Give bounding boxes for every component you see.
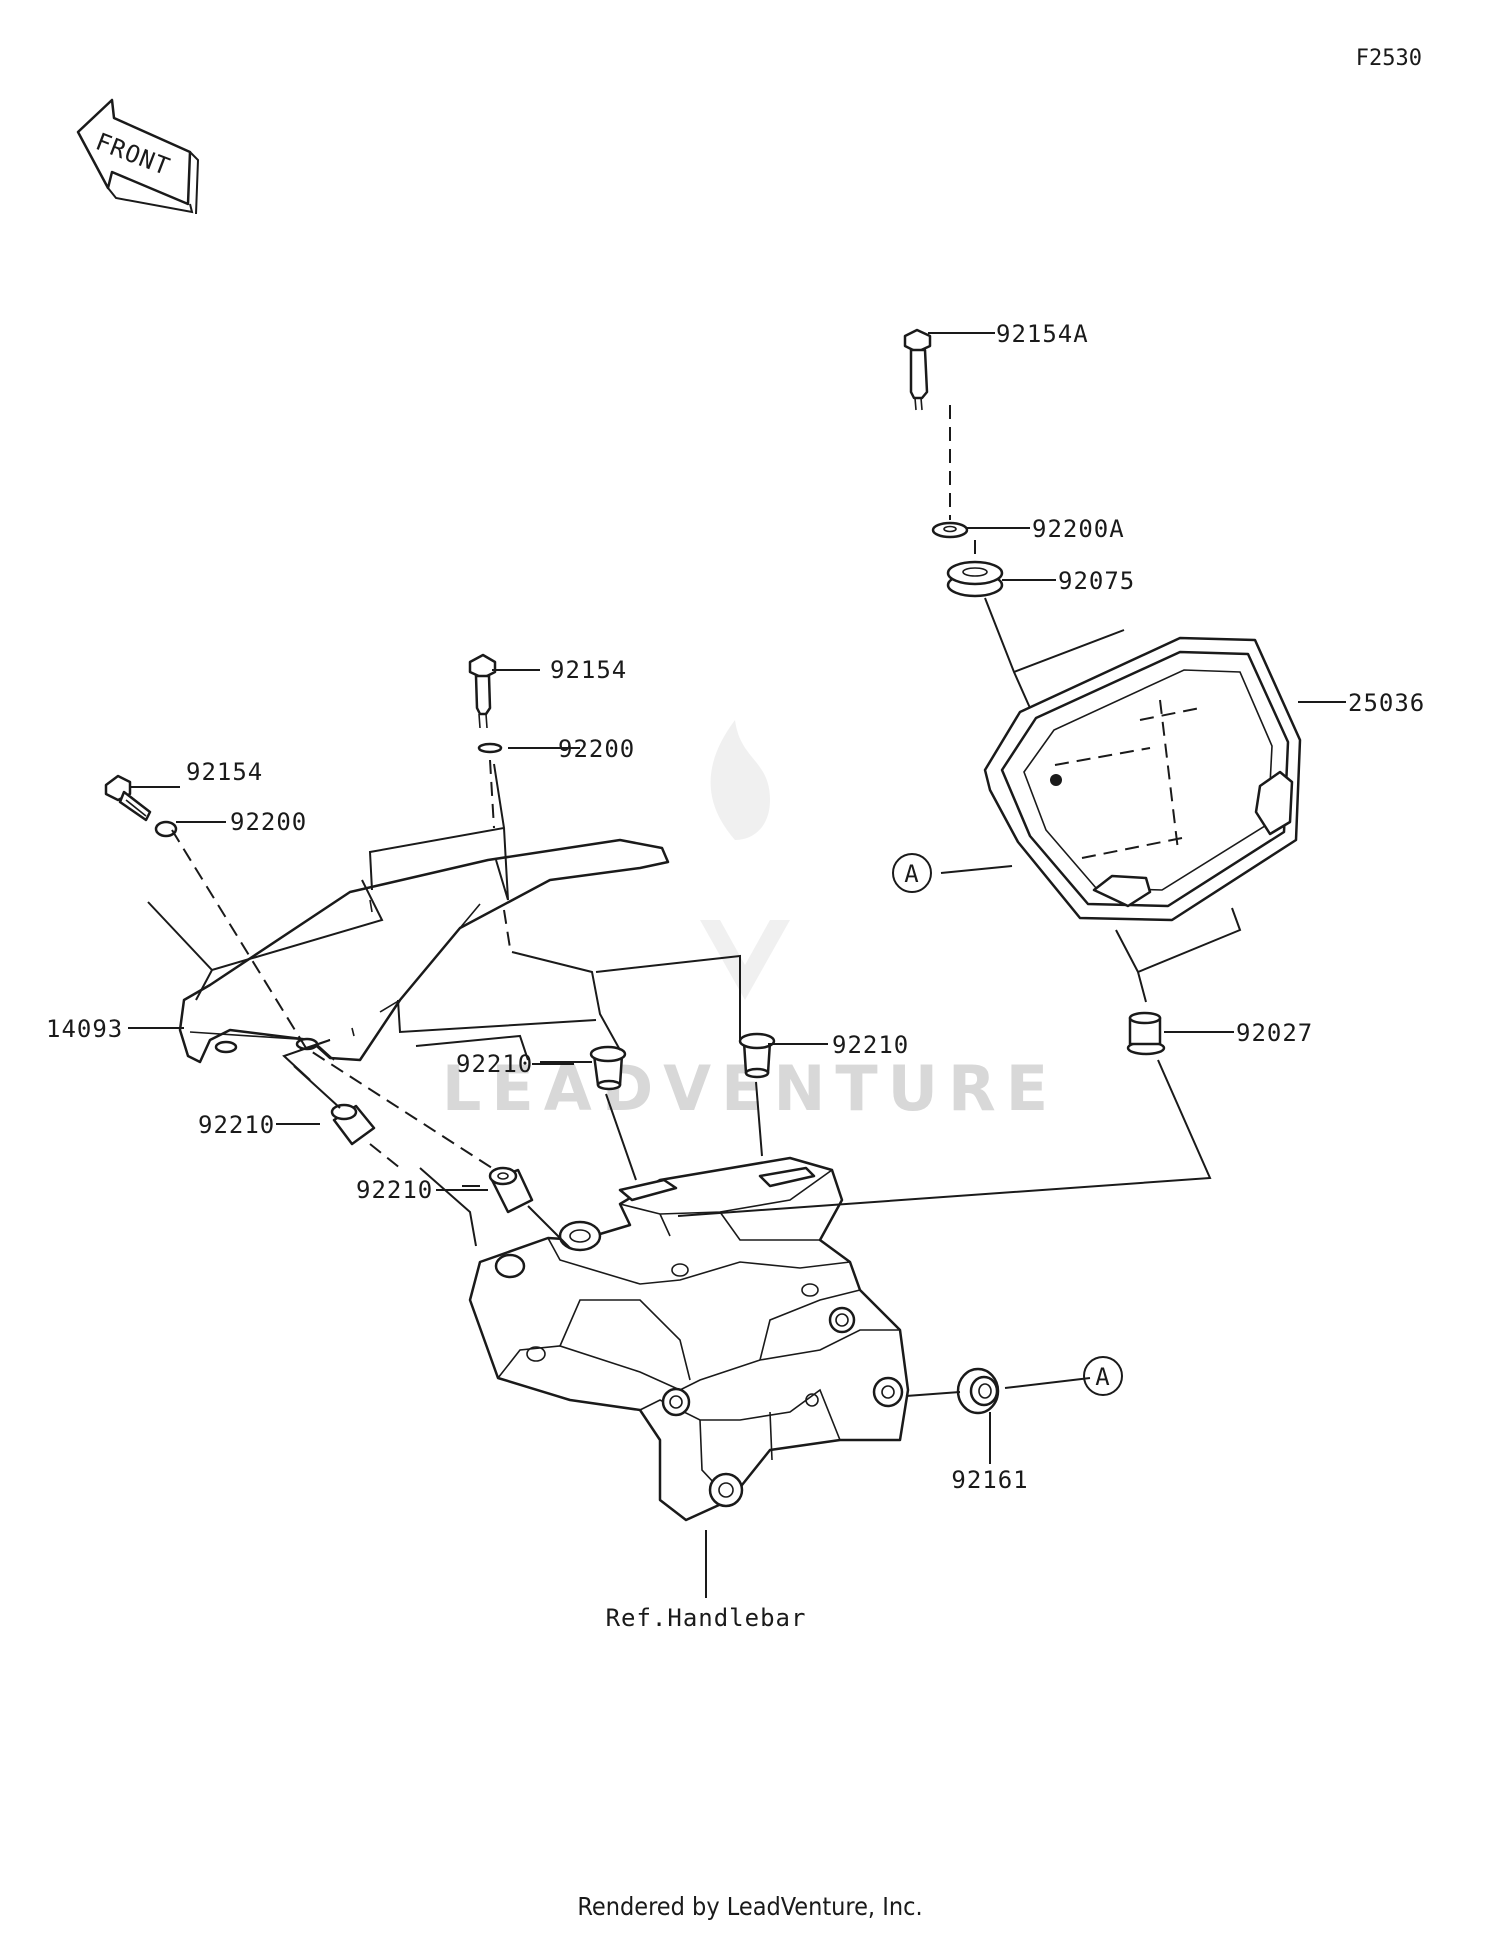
label-92210-left: 92210: [198, 1111, 275, 1139]
washer-92200-center: [477, 742, 503, 754]
label-92161: 92161: [951, 1466, 1028, 1494]
washer-92200-left: [154, 820, 178, 838]
label-92027: 92027: [1236, 1019, 1313, 1047]
label-a-bracket: A: [1095, 1363, 1110, 1391]
label-a-meter: A: [904, 860, 919, 888]
label-14093: 14093: [46, 1015, 123, 1043]
callout-circle-a-bracket: [1083, 1356, 1123, 1396]
screw-92027: [1126, 1011, 1166, 1056]
bolt-92154a: [903, 328, 932, 411]
meter-bracket: [468, 1156, 910, 1522]
callout-circle-a-meter: [892, 853, 932, 893]
figure-code: F2530: [1355, 46, 1422, 71]
label-92154-left: 92154: [186, 758, 263, 786]
visor-14093: [178, 838, 670, 1064]
grommet-92075: [946, 560, 1004, 598]
label-92075: 92075: [1058, 567, 1135, 595]
label-ref-handlebar: Ref.Handlebar: [606, 1604, 807, 1632]
label-92154-center: 92154: [550, 656, 627, 684]
washer-92200a: [931, 521, 969, 539]
label-25036: 25036: [1348, 689, 1425, 717]
collar-92210-center-right: [738, 1032, 776, 1079]
front-arrow-icon: FRONT: [76, 98, 200, 215]
bolt-92154-left: [104, 774, 152, 822]
label-92210-center-left: 92210: [456, 1050, 533, 1078]
collar-92210-lower: [488, 1166, 534, 1214]
label-92200-center: 92200: [558, 735, 635, 763]
label-92200-left: 92200: [230, 808, 307, 836]
collar-92210-left: [330, 1103, 376, 1146]
label-92210-lower: 92210: [356, 1176, 433, 1204]
label-92154a: 92154A: [996, 320, 1089, 348]
label-92210-center-right: 92210: [832, 1031, 909, 1059]
grommet-92161: [956, 1367, 1000, 1415]
meter-25036: [983, 636, 1302, 922]
collar-92210-center-left: [589, 1045, 627, 1091]
watermark-logo: [700, 720, 790, 1000]
label-92200a: 92200A: [1032, 515, 1125, 543]
footer-credit: Rendered by LeadVenture, Inc.: [577, 1892, 923, 1921]
bolt-92154-center: [468, 653, 497, 729]
leader-lines: [128, 332, 1346, 1598]
